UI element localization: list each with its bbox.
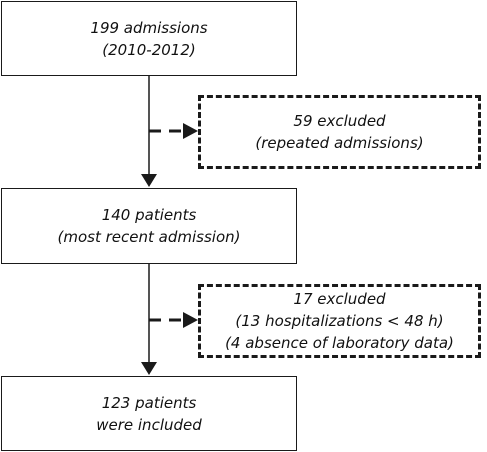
exclusion-reason-hospitalization: (13 hospitalizations < 48 h)	[235, 312, 444, 330]
arrowhead-to-step3	[141, 362, 157, 375]
step-detail-period: (2010-2012)	[102, 40, 196, 59]
exclusion-reason-repeated: (repeated admissions)	[255, 134, 424, 152]
step-detail-recent: (most recent admission)	[57, 228, 241, 246]
arrowhead-to-exclusion2	[183, 312, 198, 328]
exclusion-reason-laboratory: (4 absence of laboratory data)	[225, 334, 454, 352]
exclusion-box-repeated: 59 excluded (repeated admissions)	[198, 95, 481, 169]
step-box-patients: 140 patients (most recent admission)	[1, 188, 297, 264]
step-detail-included: were included	[96, 415, 202, 434]
step-count-patients: 140 patients	[101, 206, 197, 224]
step-count-admissions: 199 admissions	[90, 18, 208, 37]
arrowhead-to-step2	[141, 174, 157, 187]
exclusion-count-repeated: 59 excluded	[293, 112, 386, 130]
exclusion-box-criteria: 17 excluded (13 hospitalizations < 48 h)…	[198, 284, 481, 358]
arrowhead-to-exclusion1	[183, 123, 198, 139]
step-box-included: 123 patients were included	[1, 376, 297, 451]
step-count-included: 123 patients	[101, 393, 197, 412]
step-box-admissions: 199 admissions (2010-2012)	[1, 1, 297, 76]
exclusion-count-criteria: 17 excluded	[293, 290, 386, 308]
